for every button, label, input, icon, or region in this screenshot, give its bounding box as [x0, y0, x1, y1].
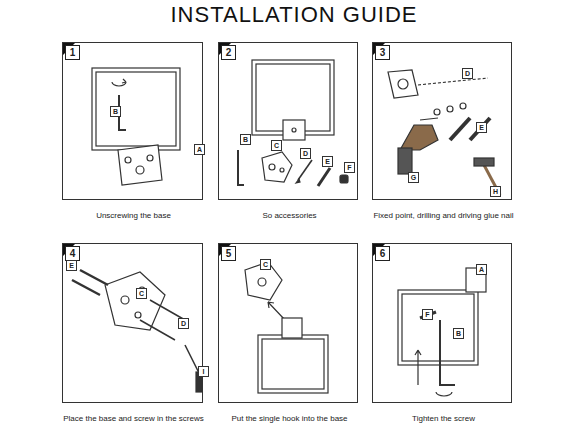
part-letter: D	[178, 318, 189, 329]
step-number: 6	[375, 246, 390, 261]
part-letter: F	[422, 309, 433, 320]
step-caption: Fixed point, drilling and driving glue n…	[361, 210, 526, 221]
part-letter: A	[194, 144, 205, 155]
part-letter: E	[66, 260, 77, 271]
step-panel: 3Fixed point, drilling and driving glue …	[372, 42, 512, 200]
step-number: 4	[65, 246, 80, 261]
step-number: 1	[65, 45, 80, 60]
part-letter: C	[271, 140, 282, 151]
part-letter: C	[260, 259, 271, 270]
part-letter: B	[110, 106, 121, 117]
part-letter: D	[300, 148, 311, 159]
step-panel: 1Unscrewing the base	[62, 42, 203, 200]
step-caption: Tighten the screw	[361, 413, 526, 424]
part-letter: I	[198, 366, 209, 377]
part-letter: B	[240, 134, 251, 145]
part-letter: C	[136, 288, 147, 299]
part-letter: E	[322, 156, 333, 167]
part-letter: H	[490, 186, 501, 197]
step-caption: So accessories	[207, 210, 372, 221]
part-letter: A	[476, 264, 487, 275]
step-caption: Unscrewing the base	[51, 210, 216, 221]
part-letter: D	[462, 68, 473, 79]
part-letter: G	[408, 172, 419, 183]
step-number: 2	[221, 45, 236, 60]
step-caption: Place the base and screw in the screws	[51, 413, 216, 424]
page-title: INSTALLATION GUIDE	[0, 2, 588, 28]
part-letter: B	[453, 328, 464, 339]
step-number: 5	[221, 246, 236, 261]
step-caption: Put the single hook into the base	[207, 413, 372, 424]
step-number: 3	[375, 45, 390, 60]
step-panel: 2So accessories	[218, 42, 358, 200]
step-panel: 5Put the single hook into the base	[218, 243, 358, 403]
part-letter: E	[476, 122, 487, 133]
part-letter: F	[344, 162, 355, 173]
step-panel: 6Tighten the screw	[372, 243, 512, 403]
